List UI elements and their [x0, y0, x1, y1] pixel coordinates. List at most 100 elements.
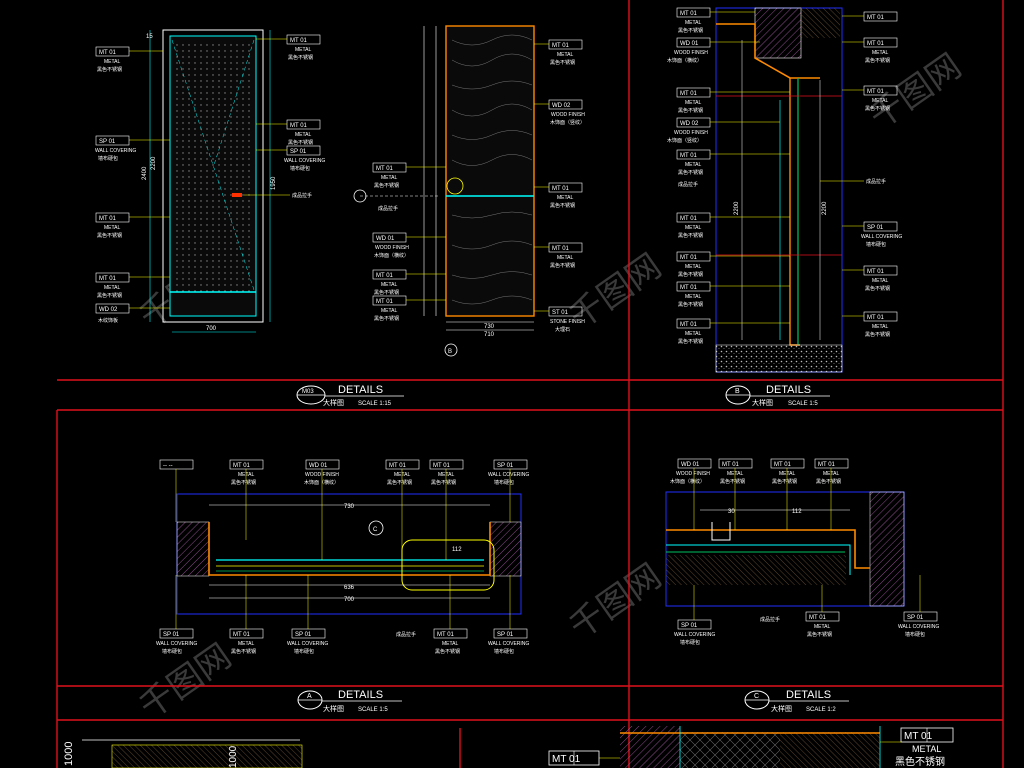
svg-text:METAL: METAL — [238, 641, 255, 647]
svg-text:黑色不锈钢: 黑色不锈钢 — [374, 182, 399, 189]
watermark-3: 千图网 — [132, 636, 238, 727]
svg-text:METAL: METAL — [442, 641, 459, 647]
svg-text:METAL: METAL — [104, 225, 121, 231]
svg-text:WD 02: WD 02 — [552, 103, 571, 109]
svg-text:METAL: METAL — [685, 264, 702, 270]
svg-text:黑色不锈钢: 黑色不锈钢 — [678, 169, 703, 176]
svg-text:SP 01: SP 01 — [497, 632, 514, 638]
svg-text:MT 01: MT 01 — [552, 246, 570, 252]
svg-text:SP 01: SP 01 — [497, 463, 514, 469]
svg-text:MT 01: MT 01 — [809, 615, 827, 621]
svg-text:METAL: METAL — [557, 195, 574, 201]
svg-text:B: B — [448, 349, 452, 355]
svg-text:MT 01: MT 01 — [680, 153, 698, 159]
b-sub: 大样图 — [752, 398, 773, 407]
b-outline — [715, 7, 843, 373]
title-c: C DETAILS 大样图 SCALE 1:2 — [744, 689, 849, 713]
svg-text:WALL COVERING: WALL COVERING — [284, 158, 325, 164]
a-sub: 大样图 — [323, 704, 344, 713]
svg-text:MT 01: MT 01 — [233, 632, 251, 638]
svg-text:黑色不锈钢: 黑色不锈钢 — [231, 479, 256, 486]
a-scale: SCALE 1:5 — [358, 707, 388, 713]
b-scale: SCALE 1:5 — [788, 401, 818, 407]
svg-text:MT 01: MT 01 — [552, 186, 570, 192]
red-frame — [56, 0, 1004, 768]
panel-m03-elevation: 2400 2200 1950 700 15 — [142, 29, 277, 333]
svg-text:METAL: METAL — [872, 98, 889, 104]
dim-height-2: 2200 — [151, 156, 157, 170]
dim-top: 15 — [146, 34, 153, 40]
handle-label: 成品拉手 — [292, 192, 312, 199]
svg-text:MT 01: MT 01 — [433, 463, 451, 469]
tag-mt01-b: MT 01 METAL 黑色不锈钢 — [95, 212, 130, 239]
b-tag: B — [735, 388, 740, 395]
svg-text:黑色不锈钢: 黑色不锈钢 — [678, 27, 703, 34]
svg-text:黑色不锈钢: 黑色不锈钢 — [288, 54, 313, 61]
svg-text:黑色不锈钢: 黑色不锈钢 — [387, 479, 412, 486]
svg-text:WD 02: WD 02 — [680, 121, 699, 127]
svg-text:SP 01: SP 01 — [681, 623, 698, 629]
svg-text:WOOD FINISH: WOOD FINISH — [674, 130, 708, 136]
svg-text:METAL: METAL — [557, 52, 574, 58]
svg-text:黑色不锈钢: 黑色不锈钢 — [550, 59, 575, 66]
svg-text:METAL: METAL — [685, 294, 702, 300]
svg-text:MT 01: MT 01 — [376, 273, 394, 279]
svg-text:黑色不锈钢: 黑色不锈钢 — [865, 331, 890, 338]
svg-text:MT 01: MT 01 — [99, 276, 117, 282]
svg-text:MT 01: MT 01 — [680, 322, 698, 328]
dim-width-2: 730 — [484, 324, 495, 330]
svg-text:METAL: METAL — [104, 285, 121, 291]
panel-c-detail: 112 30 — [665, 491, 905, 607]
tag-bottom-mt01-right: MT 01 METAL 黑色不锈钢 — [880, 727, 954, 768]
c-outline — [665, 491, 905, 607]
svg-text:MT 01: MT 01 — [774, 462, 792, 468]
svg-text:MT 01: MT 01 — [290, 123, 308, 129]
dim-c-30: 30 — [728, 509, 735, 515]
svg-text:WOOD FINISH: WOOD FINISH — [375, 245, 409, 251]
svg-text:MT 01: MT 01 — [680, 11, 698, 17]
svg-text:WALL COVERING: WALL COVERING — [156, 641, 197, 647]
svg-text:MT 01: MT 01 — [437, 632, 455, 638]
svg-text:METAL: METAL — [912, 744, 941, 754]
dim-width-3: 710 — [484, 332, 495, 338]
watermark-4: 千图网 — [562, 556, 668, 647]
svg-text:成品拉手: 成品拉手 — [866, 178, 886, 185]
svg-text:MT 01: MT 01 — [376, 166, 394, 172]
c-title: DETAILS — [786, 689, 831, 701]
svg-text:黑色不锈钢: 黑色不锈钢 — [678, 338, 703, 345]
svg-text:墙布硬包: 墙布硬包 — [680, 639, 700, 646]
svg-text:WALL COVERING: WALL COVERING — [95, 148, 136, 154]
svg-text:WALL COVERING: WALL COVERING — [488, 472, 529, 478]
svg-text:大理石: 大理石 — [555, 326, 570, 333]
section-marker-b — [444, 343, 458, 357]
svg-text:MT 01: MT 01 — [99, 50, 117, 56]
svg-text:MT 01: MT 01 — [680, 255, 698, 261]
dim-bottom-left: 1000 — [63, 742, 75, 766]
svg-text:WALL COVERING: WALL COVERING — [287, 641, 328, 647]
svg-text:黑色不锈钢: 黑色不锈钢 — [97, 232, 122, 239]
svg-text:METAL: METAL — [685, 100, 702, 106]
svg-text:MT 01: MT 01 — [867, 315, 885, 321]
svg-text:METAL: METAL — [872, 278, 889, 284]
svg-text:墙布硬包: 墙布硬包 — [290, 165, 310, 172]
svg-text:MT 01: MT 01 — [867, 41, 885, 47]
m03-title: DETAILS — [338, 384, 383, 396]
svg-text:METAL: METAL — [381, 175, 398, 181]
svg-text:木饰面（横纹）: 木饰面（横纹） — [667, 57, 702, 64]
svg-text:SP 01: SP 01 — [290, 149, 307, 155]
svg-text:METAL: METAL — [381, 282, 398, 288]
a-wall-left — [176, 521, 210, 577]
svg-text:2200: 2200 — [822, 201, 828, 215]
a-title: DETAILS — [338, 689, 383, 701]
svg-text:MT 01: MT 01 — [904, 731, 933, 742]
svg-text:METAL: METAL — [685, 162, 702, 168]
tag-mt01-e: MT 01 METAL 黑色不锈钢 — [286, 119, 321, 146]
handle-mark — [232, 193, 242, 197]
svg-text:METAL: METAL — [823, 471, 840, 477]
svg-text:MT 01: MT 01 — [233, 463, 251, 469]
svg-text:MT 01: MT 01 — [290, 38, 308, 44]
a-wall-right — [489, 521, 522, 577]
svg-text:黑色不锈钢: 黑色不锈钢 — [678, 107, 703, 114]
